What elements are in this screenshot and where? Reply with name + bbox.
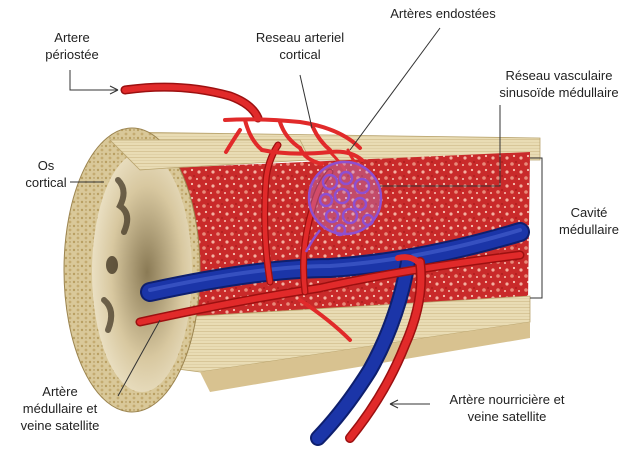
label-artere-medullaire-veine: Artère médullaire et veine satellite	[2, 384, 118, 434]
label-line: Artère	[2, 384, 118, 400]
label-line: Artères endostées	[378, 6, 508, 22]
label-arteres-endostees: Artères endostées	[378, 6, 508, 22]
label-line: Cavité	[548, 205, 630, 221]
label-cavite-medullaire: Cavité médullaire	[548, 205, 630, 238]
label-artere-periostee: Artere périostée	[34, 30, 110, 63]
label-line: sinusoïde médullaire	[486, 85, 632, 101]
label-line: cortical	[18, 175, 74, 191]
label-line: Reseau arteriel	[244, 30, 356, 46]
label-line: veine satellite	[2, 418, 118, 434]
label-reseau-arteriel-cortical: Reseau arteriel cortical	[244, 30, 356, 63]
label-artere-nourriciere-veine: Artère nourricière et veine satellite	[432, 392, 582, 425]
label-line: veine satellite	[432, 409, 582, 425]
label-reseau-vasculaire-sinusoide: Réseau vasculaire sinusoïde médullaire	[486, 68, 632, 101]
label-line: Réseau vasculaire	[486, 68, 632, 84]
label-line: médullaire	[548, 222, 630, 238]
label-line: cortical	[244, 47, 356, 63]
label-os-cortical: Os cortical	[18, 158, 74, 191]
label-line: Os	[18, 158, 74, 174]
label-line: périostée	[34, 47, 110, 63]
cortical-bone-cut-face	[64, 128, 200, 412]
periosteal-artery	[125, 87, 258, 118]
label-line: médullaire et	[2, 401, 118, 417]
label-line: Artère nourricière et	[432, 392, 582, 408]
label-line: Artere	[34, 30, 110, 46]
